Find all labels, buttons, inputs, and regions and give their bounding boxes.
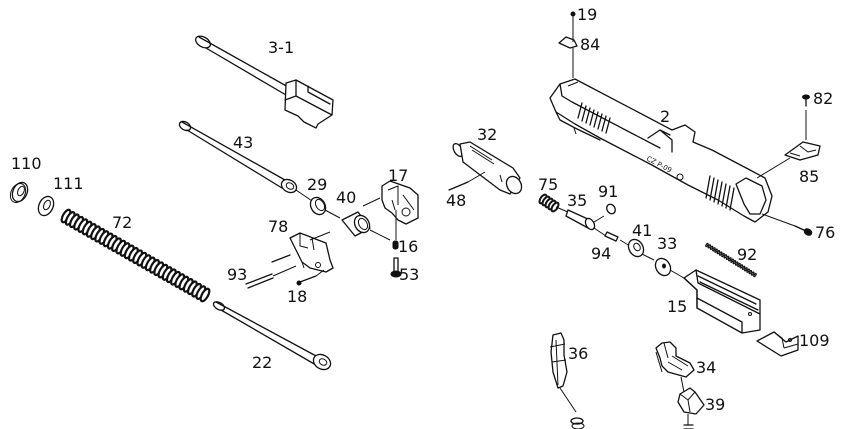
part-guide-rod xyxy=(212,301,332,371)
part-recoil-spring xyxy=(60,208,211,303)
part-dot-19 xyxy=(570,11,576,17)
label-85: 85 xyxy=(799,167,819,186)
part-pin-48 xyxy=(448,171,486,191)
label-109: 109 xyxy=(799,331,830,350)
spring-coil xyxy=(739,264,744,269)
part-washer-41 xyxy=(627,238,655,261)
part-nozzle-spring xyxy=(538,193,560,213)
spring-coil xyxy=(709,245,714,251)
part-pin-53 xyxy=(245,254,297,289)
label-93: 16 xyxy=(398,237,418,256)
part-knocker xyxy=(549,332,585,429)
part-nozzle xyxy=(452,141,523,195)
part-washer-110 xyxy=(9,181,29,204)
label-75: 75 xyxy=(538,175,558,194)
label-35: 35 xyxy=(567,191,587,210)
part-spring-92 xyxy=(705,242,757,278)
label-18: 53 xyxy=(399,265,419,284)
label-111: 111 xyxy=(53,174,84,193)
part-valve xyxy=(555,206,607,237)
part-front-sight xyxy=(558,16,578,78)
part-slide: CZ P-09 xyxy=(549,78,773,223)
part-chamber-tube xyxy=(341,197,391,241)
spring-coil xyxy=(728,257,732,262)
label-72: 72 xyxy=(112,213,132,232)
label-36: 36 xyxy=(568,344,588,363)
label-3-1: 3-1 xyxy=(268,38,294,57)
spring-coil xyxy=(750,271,755,276)
label-19: 19 xyxy=(577,5,597,24)
label-22: 22 xyxy=(252,353,272,372)
part-blowback-housing xyxy=(683,269,761,334)
spring-coil xyxy=(741,265,746,271)
label-91: 91 xyxy=(598,182,618,201)
label-2: 2 xyxy=(660,107,670,126)
spring-coil xyxy=(734,261,739,266)
part-plate-109 xyxy=(756,331,799,357)
label-34: 34 xyxy=(696,358,716,377)
spring-coil xyxy=(744,267,748,272)
part-chamber-block xyxy=(289,231,334,273)
label-48: 48 xyxy=(446,191,466,210)
spring-coil xyxy=(753,272,757,278)
part-screw-76 xyxy=(761,213,813,236)
label-29: 29 xyxy=(307,175,327,194)
label-53: 93 xyxy=(227,265,247,284)
label-40: 40 xyxy=(336,188,356,207)
spring-coil xyxy=(718,251,723,256)
label-39: 39 xyxy=(705,395,725,414)
spring-coil xyxy=(705,242,709,248)
spring-coil xyxy=(730,258,734,263)
part-disc-33 xyxy=(654,257,685,279)
label-110: 110 xyxy=(11,154,42,173)
spring-coil xyxy=(748,269,753,275)
part-hop-ring xyxy=(309,196,341,219)
part-hammer-assembly xyxy=(655,341,695,393)
label-16: 78 xyxy=(268,217,288,236)
part-screw-82 xyxy=(802,94,810,140)
spring-coil xyxy=(199,287,211,303)
label-94: 94 xyxy=(591,244,611,263)
part-sear-block xyxy=(677,387,705,429)
label-84: 84 xyxy=(580,35,600,54)
label-15: 15 xyxy=(667,297,687,316)
part-hop-chamber xyxy=(381,180,419,240)
label-43: 43 xyxy=(233,133,253,152)
spring-coil xyxy=(721,252,725,258)
part-washer-111 xyxy=(37,195,55,217)
part-screw-18 xyxy=(390,257,402,278)
spring-coil xyxy=(714,248,718,253)
part-screw-78 xyxy=(296,269,325,286)
spring-coil xyxy=(550,201,560,213)
label-32: 32 xyxy=(477,125,497,144)
label-78: 18 xyxy=(287,287,307,306)
label-92: 92 xyxy=(737,245,757,264)
spring-coil xyxy=(712,247,716,252)
label-17: 17 xyxy=(388,166,408,185)
spring-coil xyxy=(716,249,721,255)
part-o-ring-91 xyxy=(606,203,616,215)
spring-coil xyxy=(732,259,737,265)
spring-coil xyxy=(746,268,750,273)
label-41: 41 xyxy=(632,221,652,240)
spring-coil xyxy=(707,244,712,249)
spring-coil xyxy=(725,255,730,261)
label-33: 33 xyxy=(657,234,677,253)
spring-coil xyxy=(737,262,741,268)
label-76: 76 xyxy=(815,223,835,242)
part-rear-sight xyxy=(756,141,821,179)
label-82: 82 xyxy=(813,89,833,108)
part-spring-93 xyxy=(392,240,399,250)
part-outer-barrel xyxy=(194,35,334,129)
spring-coil xyxy=(723,254,728,259)
